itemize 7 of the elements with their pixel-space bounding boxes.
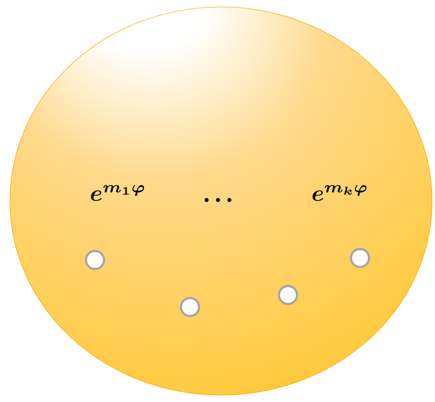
formula: $e^{m_k\varphi}$ bbox=[312, 185, 366, 201]
small-circle bbox=[180, 296, 200, 318]
small-circle bbox=[84, 250, 106, 270]
ellipsis: … bbox=[204, 198, 232, 202]
small-circle bbox=[278, 284, 298, 306]
small-circle bbox=[350, 248, 370, 268]
formula: $e^{m_1\varphi}$ bbox=[91, 185, 144, 201]
